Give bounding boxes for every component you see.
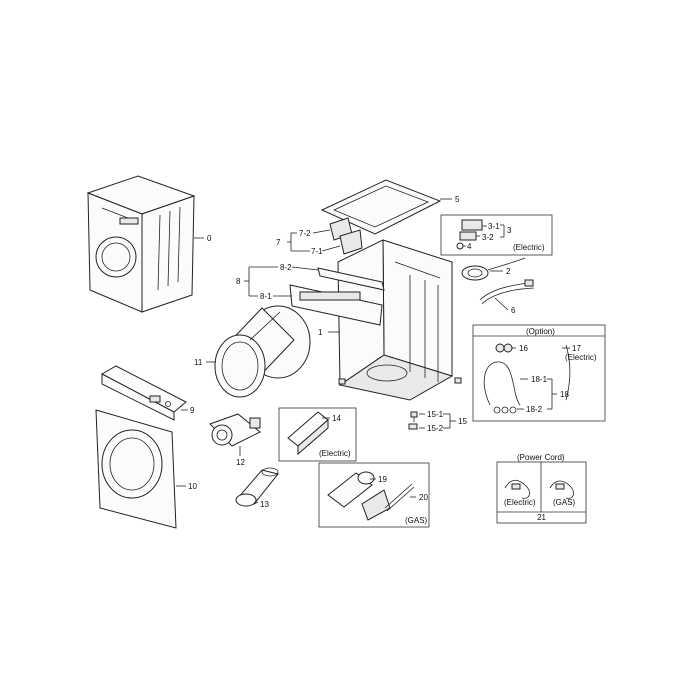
leveling-feet-illustration [338, 377, 462, 430]
callout-3-2: 3-2 [482, 233, 494, 242]
callout-6: 6 [511, 306, 516, 315]
top-cover-illustration [320, 179, 442, 235]
callout-1: 1 [318, 328, 323, 337]
drum-illustration [214, 305, 311, 398]
power-cord-illustration [504, 479, 574, 499]
callout-13: 13 [260, 500, 269, 509]
callout-17: 17 [572, 344, 581, 353]
exhaust-duct-illustration [235, 467, 279, 507]
option-hose-box [472, 324, 606, 422]
callout-14: 14 [332, 414, 341, 423]
gas-burner-illustration [327, 471, 415, 521]
callout-7: 7 [276, 238, 281, 247]
callout-7-1: 7-1 [311, 247, 323, 256]
hose-and-harness-illustration [461, 257, 535, 305]
note-electric-top: (Electric) [513, 243, 545, 252]
callout-8-2: 8-2 [280, 263, 292, 272]
callout-20: 20 [419, 493, 428, 502]
callout-3: 3 [507, 226, 512, 235]
callout-18-1: 18-1 [531, 375, 548, 384]
note-power-gas: (GAS) [553, 498, 576, 507]
callout-7-2: 7-2 [299, 229, 311, 238]
callout-12: 12 [236, 458, 245, 467]
callout-10: 10 [188, 482, 197, 491]
callout-16: 16 [519, 344, 528, 353]
callout-0: 0 [207, 234, 212, 243]
callout-4: 4 [467, 242, 472, 251]
callout-15: 15 [458, 417, 467, 426]
note-electric-14: (Electric) [319, 449, 351, 458]
note-gas-19: (GAS) [405, 516, 428, 525]
callout-3-1: 3-1 [488, 222, 500, 231]
front-panel-illustration [95, 409, 177, 529]
callout-11: 11 [194, 358, 203, 367]
front-frame-illustration [289, 267, 385, 326]
dryer-assembly-illustration [86, 175, 196, 313]
callout-9: 9 [190, 406, 195, 415]
callout-8-1: 8-1 [260, 292, 272, 301]
heater-element-illustration [287, 411, 329, 456]
bracket-parts-illustration [329, 217, 363, 255]
power-cord-box [496, 461, 587, 524]
control-panel-illustration [100, 365, 187, 421]
callout-15-1: 15-1 [427, 410, 444, 419]
electric-heater-box [440, 214, 553, 256]
callout-19: 19 [378, 475, 387, 484]
callout-18-2: 18-2 [526, 405, 543, 414]
note-option: (Option) [526, 327, 555, 336]
callout-5: 5 [455, 195, 460, 204]
note-power-cord: (Power Cord) [517, 453, 565, 462]
callout-18: 18 [560, 390, 569, 399]
callout-21: 21 [537, 513, 546, 522]
electric-heater-14-box [278, 407, 357, 462]
callout-2: 2 [506, 267, 511, 276]
note-electric-option: (Electric) [565, 353, 597, 362]
blower-assembly-illustration [209, 413, 261, 447]
callout-8: 8 [236, 277, 241, 286]
gas-burner-box [318, 462, 430, 528]
callout-15-2: 15-2 [427, 424, 444, 433]
inlet-hose-illustration [483, 343, 571, 414]
note-power-electric: (Electric) [504, 498, 536, 507]
